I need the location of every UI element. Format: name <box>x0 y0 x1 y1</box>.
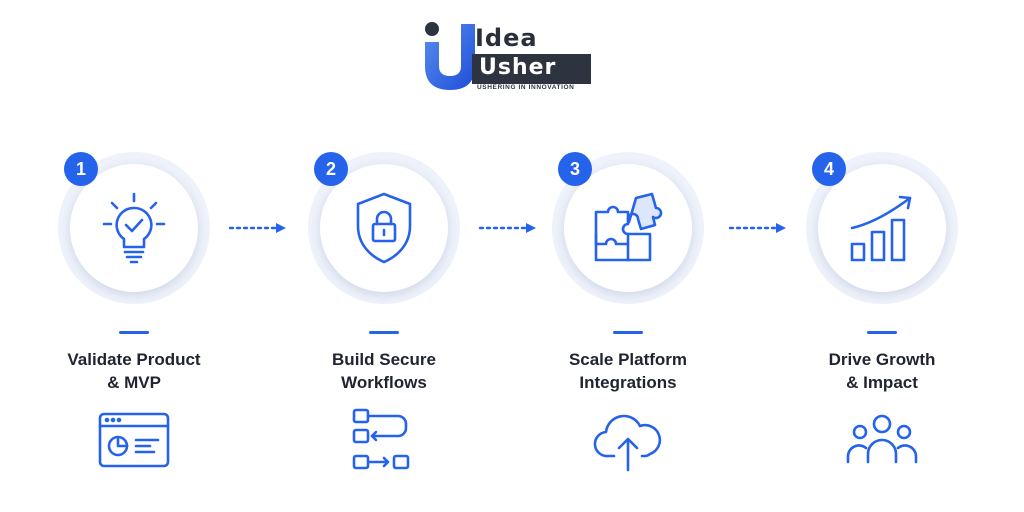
step-divider <box>867 331 897 334</box>
growth-chart-icon <box>850 195 912 262</box>
dashboard-window-icon <box>98 412 170 468</box>
step-title-line-1: Scale Platform <box>568 350 688 369</box>
logo-mark-icon <box>425 22 475 90</box>
step-title-line-1: Validate Product <box>67 350 201 369</box>
step-1: 1 Validate Product & MVP <box>24 148 244 488</box>
logo-tagline: USHERING IN INNOVATION <box>477 84 575 91</box>
step-number-badge: 3 <box>558 152 592 186</box>
step-title: Validate Product & MVP <box>24 348 244 394</box>
step-divider <box>119 331 149 334</box>
shield-lock-icon <box>356 192 412 264</box>
brand-logo: Idea Usher USHERING IN INNOVATION <box>422 20 602 94</box>
logo-word-usher: Usher <box>479 55 557 80</box>
step-title: Build Secure Workflows <box>274 348 494 394</box>
step-title-line-2: Integrations <box>579 373 677 392</box>
step-number-badge: 2 <box>314 152 348 186</box>
step-circle <box>818 164 946 292</box>
step-2: 2 Build Secure Workflows <box>274 148 494 488</box>
step-title-line-2: Workflows <box>341 373 427 392</box>
step-4: 4 Drive Growth & Impact <box>772 148 992 488</box>
lightbulb-check-icon <box>102 192 166 264</box>
step-title-line-1: Build Secure <box>332 350 436 369</box>
flow-arrow-3-icon <box>728 223 786 233</box>
step-number-badge: 4 <box>812 152 846 186</box>
step-title-line-2: & MVP <box>107 373 161 392</box>
cloud-upload-icon <box>593 414 662 472</box>
step-title-line-1: Drive Growth <box>828 350 936 369</box>
workflow-icon <box>352 408 410 470</box>
step-divider <box>613 331 643 334</box>
team-icon <box>846 414 918 464</box>
step-title: Scale Platform Integrations <box>518 348 738 394</box>
step-circle <box>320 164 448 292</box>
step-title-line-2: & Impact <box>846 373 918 392</box>
step-divider <box>369 331 399 334</box>
step-3: 3 Scale Platform Integrations <box>518 148 738 488</box>
flow-arrow-2-icon <box>478 223 536 233</box>
flow-arrow-1-icon <box>228 223 286 233</box>
step-number-badge: 1 <box>64 152 98 186</box>
logo-word-idea: Idea <box>475 24 538 52</box>
puzzle-icon <box>594 192 663 262</box>
step-title: Drive Growth & Impact <box>772 348 992 394</box>
step-circle <box>564 164 692 292</box>
logo-usher-background <box>472 54 591 84</box>
